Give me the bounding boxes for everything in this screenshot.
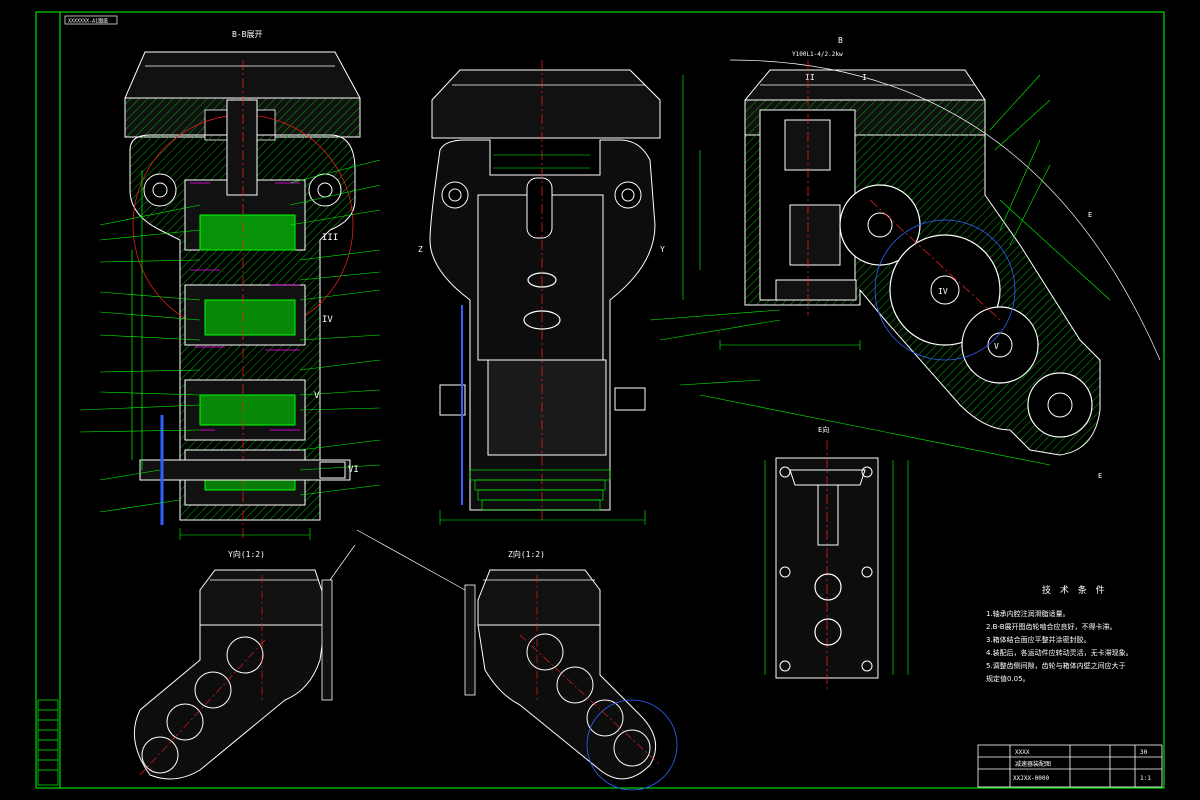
section-bb-title: B-B展开 [232, 30, 262, 39]
shaft-label-iv: IV [322, 315, 333, 325]
inner-border [59, 11, 1165, 789]
title-block-drawing-no: XXJXX-0000 [1013, 775, 1050, 782]
revision-strip [37, 699, 59, 786]
section-bb-view: B-B展开 [79, 30, 381, 540]
motor-spec: Y100L1-4/2.2kw [792, 51, 843, 58]
tech-req-heading: 技 术 条 件 [1042, 586, 1108, 596]
title-stamp: XXXXXXX-A1图纸 [68, 18, 108, 25]
view-y-title: Y向(1:2) [228, 549, 265, 559]
tech-req-item: 3.箱体结合面应平整并涂密封胶。 [986, 636, 1091, 644]
title-block-frame [977, 744, 1163, 788]
view-y: Y向(1:2) [133, 544, 356, 780]
side-view: Z Y [418, 60, 665, 525]
view-z: Z向(1:2) [356, 529, 678, 791]
shaft-label-v-front: V [994, 342, 999, 351]
view-e-title: E向 [818, 425, 829, 434]
shaft-label-vi: VI [348, 465, 359, 475]
technical-requirements: 技 术 条 件 1.轴承内腔注润滑脂适量。 2.B-B展开图齿轮啮合应良好，不得… [986, 585, 1166, 686]
title-stamp-box [64, 15, 118, 25]
tech-req-item: 1.轴承内腔注润滑脂适量。 [986, 610, 1070, 618]
shaft-label-iii: III [322, 233, 338, 243]
view-z-title: Z向(1:2) [508, 549, 545, 559]
tech-req-item: 5.调整齿侧间隙，齿轮与箱体内壁之间应大于 [986, 662, 1126, 670]
label-e-section: E [1098, 472, 1102, 480]
shaft-label-v: V [314, 391, 320, 401]
label-b: B [838, 36, 843, 45]
title-block-name: XXXX [1015, 749, 1030, 756]
tech-req-item: 2.B-B展开图齿轮啮合应良好，不得卡滞。 [986, 623, 1117, 631]
marker-y: Y [660, 245, 665, 254]
marker-z: Z [418, 245, 423, 254]
front-view: B Y100L1-4/2.2kw II I IV V [649, 36, 1161, 480]
view-e: E向 [764, 425, 909, 690]
tech-req-item: 4.装配后，各运动件应转动灵活，无卡滞现象。 [986, 649, 1133, 657]
title-block-sub: 减速器装配图 [1015, 760, 1051, 768]
shaft-label-iv-front: IV [938, 287, 948, 296]
tech-req-item: 规定值0.05。 [986, 675, 1030, 683]
title-block-sheet: 30 [1140, 749, 1148, 756]
shaft-label-ii: II [805, 73, 815, 82]
title-block-scale: 1:1 [1140, 775, 1151, 782]
label-e-marker: E [1088, 211, 1092, 219]
